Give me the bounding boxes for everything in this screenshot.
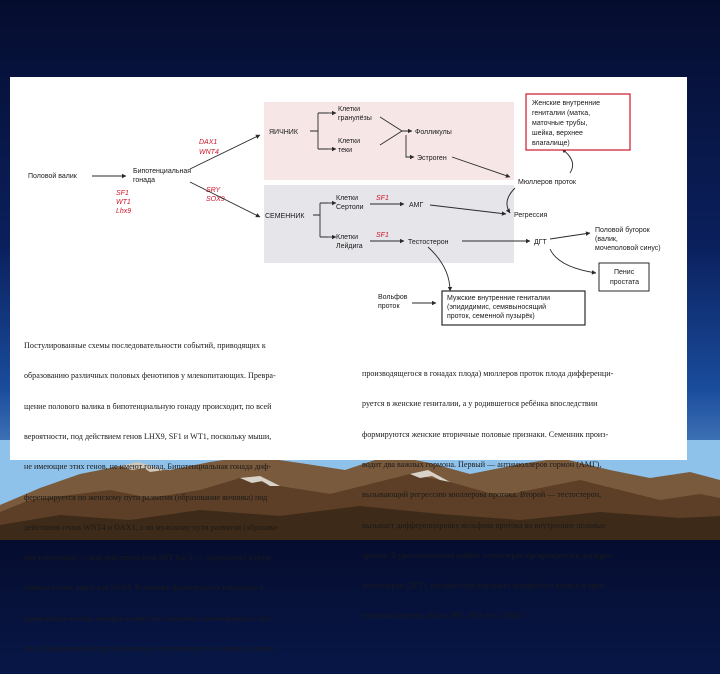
- ovary-band: [264, 102, 514, 180]
- arrow-dht-to-tubercle: [550, 233, 590, 239]
- amh-label: АМГ: [409, 202, 424, 209]
- caption-line: водит два важных гормона. Первый — антим…: [362, 460, 613, 470]
- caption-line: тестостерон (ДГТ), который обуславливает…: [362, 581, 613, 591]
- gonadal-ridge-label: Половой валик: [28, 172, 78, 180]
- sertoli-label-2: Сертоли: [336, 204, 364, 211]
- caption-left-column: Постулированные схемы последовательности…: [24, 321, 279, 674]
- dht-label: ДГТ: [534, 239, 548, 246]
- genital-tubercle-line-3: мочеполовой синус): [595, 244, 661, 252]
- arrow-dht-to-penis: [550, 249, 596, 273]
- theca-label-2: теки: [338, 147, 352, 154]
- caption-line: Постулированные схемы последовательности…: [24, 341, 279, 351]
- caption-line: образованию различных половых фенотипов …: [24, 371, 279, 381]
- penis-prostate-box: [599, 263, 649, 291]
- bipotential-gonad-label-1: Бипотенциальная: [133, 168, 191, 175]
- prostate-label: простата: [610, 279, 639, 286]
- female-internal-line-5: влагалище): [532, 140, 570, 147]
- bipotential-gonad-label-2: гонада: [133, 177, 155, 184]
- male-internal-line-1: Мужские внутренние гениталии: [447, 295, 550, 302]
- female-internal-line-1: Женские внутренние: [532, 100, 600, 107]
- factor-sf1-left: SF1: [116, 190, 129, 197]
- sertoli-label-1: Клетки: [336, 195, 358, 202]
- female-internal-line-3: маточные трубы,: [532, 119, 587, 127]
- caption-line: не имеющие этих генов, не имеют гонад. Б…: [24, 462, 279, 472]
- arrow-gonad-to-testis: [190, 182, 260, 217]
- leydig-label-2: Лейдига: [336, 242, 363, 250]
- caption-line: гранулёзные клетки, которые совместно сп…: [24, 614, 279, 624]
- estrogen-label: Эстроген: [417, 155, 447, 162]
- genital-tubercle-line-1: Половой бугорок: [595, 226, 651, 234]
- wolffian-duct-line-1: Вольфов: [378, 294, 408, 301]
- testosterone-label: Тестостерон: [408, 239, 449, 246]
- penis-label: Пенис: [614, 269, 635, 276]
- caption-line: вызывает дифференцировку вольфова проток…: [362, 521, 613, 531]
- caption-line: формируются женские вторичные половые пр…: [362, 430, 613, 440]
- follicles-label: Фолликулы: [415, 129, 452, 136]
- sf1-sertoli-label: SF1: [376, 195, 389, 202]
- caption-line: тательной железы (Marx 1995, Birk et al.…: [362, 611, 613, 621]
- factor-wnt4: WNT4: [199, 149, 219, 156]
- factor-sox9: SOX9: [206, 196, 225, 203]
- wolffian-duct-line-2: проток: [378, 303, 400, 310]
- caption-line: производящегося в гонадах плода) мюллеро…: [362, 369, 613, 379]
- testis-label: СЕМЕННИК: [265, 213, 305, 220]
- male-internal-line-3: проток, семенной пузырёк): [447, 312, 535, 320]
- male-internal-line-2: (эпидидимис, семявыносящий: [447, 303, 546, 311]
- granulosa-label-1: Клетки: [338, 106, 360, 113]
- factor-wt1: WT1: [116, 199, 131, 206]
- theca-label-1: Клетки: [338, 138, 360, 145]
- ovary-label: ЯИЧНИК: [269, 129, 299, 136]
- sf1-leydig-label: SF1: [376, 232, 389, 239]
- caption-right-column: производящегося в гонадах плода) мюллеро…: [362, 349, 613, 642]
- factor-sry: SRY: [206, 187, 221, 194]
- granulosa-label-2: гранулёзы: [338, 115, 372, 122]
- arrow-mullerian-to-female: [562, 149, 573, 173]
- mullerian-duct-label: Мюллеров проток: [518, 179, 577, 186]
- caption-line: ние семенника) — под действием гена SRY …: [24, 553, 279, 563]
- caption-line: руется в женские гениталии, а у родившег…: [362, 399, 613, 409]
- testis-band: [264, 185, 514, 263]
- regression-label: Регрессия: [514, 212, 548, 219]
- caption-line: органы. В урогенитальном районе тестосте…: [362, 551, 613, 561]
- caption-line: вероятности, под действием генов LHX9, S…: [24, 432, 279, 442]
- caption-line: ген. Под влиянием эстрогена (сначала пос…: [24, 644, 279, 654]
- caption-line: действием генов WNT4 и DAX1, а по мужско…: [24, 523, 279, 533]
- caption-line: щение полового валика в бипотенциальную …: [24, 402, 279, 412]
- caption-line: вызывающий регрессию мюллерова протока. …: [362, 490, 613, 500]
- female-internal-line-4: шейка, верхнее: [532, 129, 583, 137]
- caption-line: ференцируется по женскому пути развития …: [24, 493, 279, 503]
- female-internal-line-2: гениталии (матка,: [532, 110, 590, 117]
- factor-dax1: DAX1: [199, 139, 217, 146]
- factor-lhx9: Lhx9: [116, 208, 131, 215]
- caption-line: сомных генов, таких как SOX9. В яичнике …: [24, 583, 279, 593]
- figure-panel: Половой валик Бипотенциальная гонада SF1…: [10, 77, 687, 460]
- leydig-label-1: Клетки: [336, 234, 358, 241]
- genital-tubercle-line-2: (валик,: [595, 236, 618, 243]
